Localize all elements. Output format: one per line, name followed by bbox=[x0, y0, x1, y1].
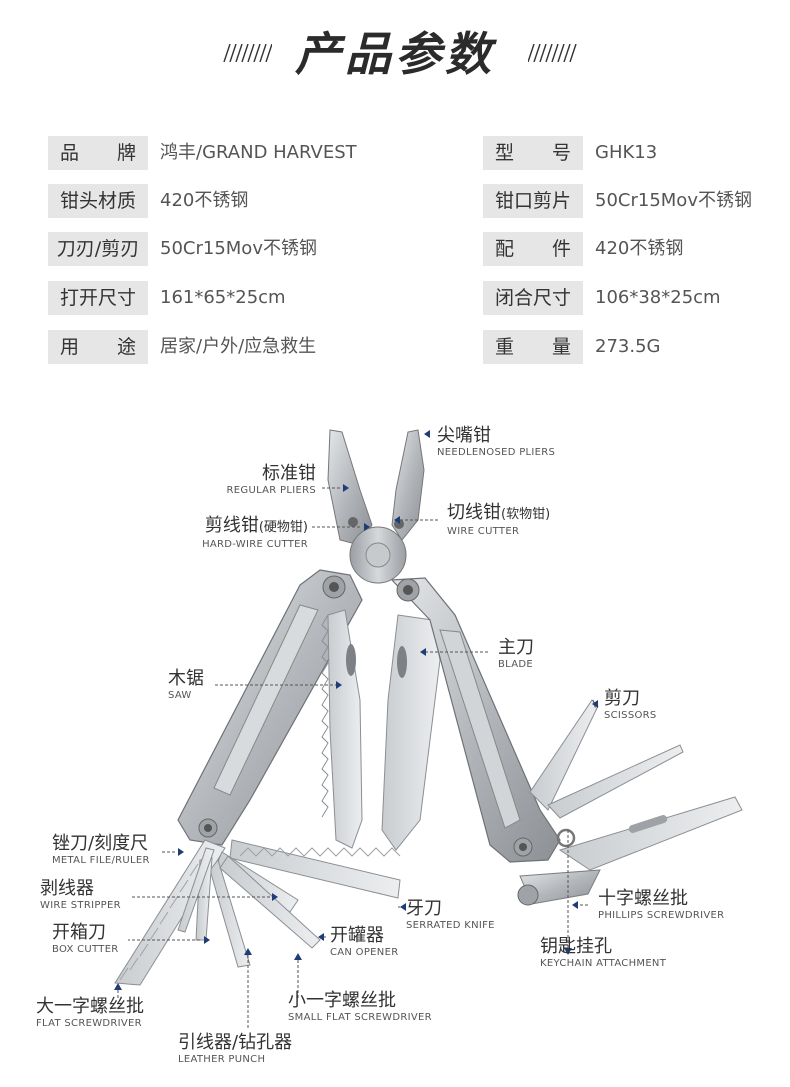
spec-label: 刀刃/剪刃 bbox=[48, 232, 148, 266]
spec-row: 钳口剪片 50Cr15Mov不锈钢 bbox=[483, 184, 790, 218]
spec-label: 用 途 bbox=[48, 330, 148, 364]
spec-row: 刀刃/剪刃 50Cr15Mov不锈钢 bbox=[48, 232, 378, 266]
callout-metal-file: 锉刀/刻度尺 METAL FILE/RULER bbox=[52, 833, 150, 866]
callout-blade: 主刀 BLADE bbox=[498, 637, 534, 670]
spec-value: 居家/户外/应急救生 bbox=[160, 336, 317, 357]
multitool-illustration bbox=[114, 429, 743, 1028]
spec-label: 闭合尺寸 bbox=[483, 281, 583, 315]
spec-value: 273.5G bbox=[595, 336, 661, 357]
multitool-diagram: 尖嘴钳 NEEDLENOSED PLIERS 标准钳 REGULAR PLIER… bbox=[0, 400, 790, 1083]
title-hatch-right bbox=[528, 44, 580, 62]
spec-value: 420不锈钢 bbox=[595, 238, 684, 259]
callout-box-cutter: 开箱刀 BOX CUTTER bbox=[52, 922, 119, 955]
callout-flat-screwdriver: 大一字螺丝批 FLAT SCREWDRIVER bbox=[36, 996, 144, 1029]
callout-can-opener: 开罐器 CAN OPENER bbox=[330, 925, 399, 958]
callout-regular-pliers: 标准钳 REGULAR PLIERS bbox=[226, 463, 316, 496]
spec-label: 钳口剪片 bbox=[483, 184, 583, 218]
callout-leather-punch: 引线器/钻孔器 LEATHER PUNCH bbox=[178, 1032, 293, 1065]
spec-row: 型 号 GHK13 bbox=[483, 136, 790, 170]
spec-value: 50Cr15Mov不锈钢 bbox=[595, 190, 752, 211]
spec-row: 打开尺寸 161*65*25cm bbox=[48, 281, 378, 315]
callout-saw: 木锯 SAW bbox=[168, 668, 204, 701]
callout-hard-wire-cutter: 剪线钳(硬物钳) HARD-WIRE CUTTER bbox=[202, 515, 308, 550]
spec-value: GHK13 bbox=[595, 142, 658, 163]
spec-label: 重 量 bbox=[483, 330, 583, 364]
spec-value: 161*65*25cm bbox=[160, 287, 286, 308]
callout-wire-cutter: 切线钳(软物钳) WIRE CUTTER bbox=[447, 502, 551, 537]
spec-row: 钳头材质 420不锈钢 bbox=[48, 184, 378, 218]
spec-label: 配 件 bbox=[483, 232, 583, 266]
spec-label: 型 号 bbox=[483, 136, 583, 170]
spec-row: 重 量 273.5G bbox=[483, 330, 790, 364]
spec-label: 钳头材质 bbox=[48, 184, 148, 218]
spec-row: 配 件 420不锈钢 bbox=[483, 232, 790, 266]
spec-value: 106*38*25cm bbox=[595, 287, 721, 308]
spec-value: 鸿丰/GRAND HARVEST bbox=[160, 142, 357, 163]
spec-row: 品 牌 鸿丰/GRAND HARVEST bbox=[48, 136, 378, 170]
spec-row: 用 途 居家/户外/应急救生 bbox=[48, 330, 378, 364]
spec-value: 420不锈钢 bbox=[160, 190, 249, 211]
callout-scissors: 剪刀 SCISSORS bbox=[604, 688, 657, 721]
callout-keychain-attachment: 钥匙挂孔 KEYCHAIN ATTACHMENT bbox=[540, 936, 667, 969]
spec-row: 闭合尺寸 106*38*25cm bbox=[483, 281, 790, 315]
page-title: 产品参数 bbox=[295, 27, 495, 81]
callout-phillips-screwdriver: 十字螺丝批 PHILLIPS SCREWDRIVER bbox=[598, 888, 725, 921]
callout-wire-stripper: 剥线器 WIRE STRIPPER bbox=[40, 878, 121, 911]
callout-serrated-knife: 牙刀 SERRATED KNIFE bbox=[406, 898, 495, 931]
spec-label: 品 牌 bbox=[48, 136, 148, 170]
callout-small-flat-screwdriver: 小一字螺丝批 SMALL FLAT SCREWDRIVER bbox=[288, 990, 432, 1023]
callout-needlenose-pliers: 尖嘴钳 NEEDLENOSED PLIERS bbox=[437, 425, 556, 458]
title-hatch-left bbox=[220, 44, 272, 62]
spec-value: 50Cr15Mov不锈钢 bbox=[160, 238, 317, 259]
title-area: 产品参数 bbox=[0, 22, 790, 86]
spec-label: 打开尺寸 bbox=[48, 281, 148, 315]
